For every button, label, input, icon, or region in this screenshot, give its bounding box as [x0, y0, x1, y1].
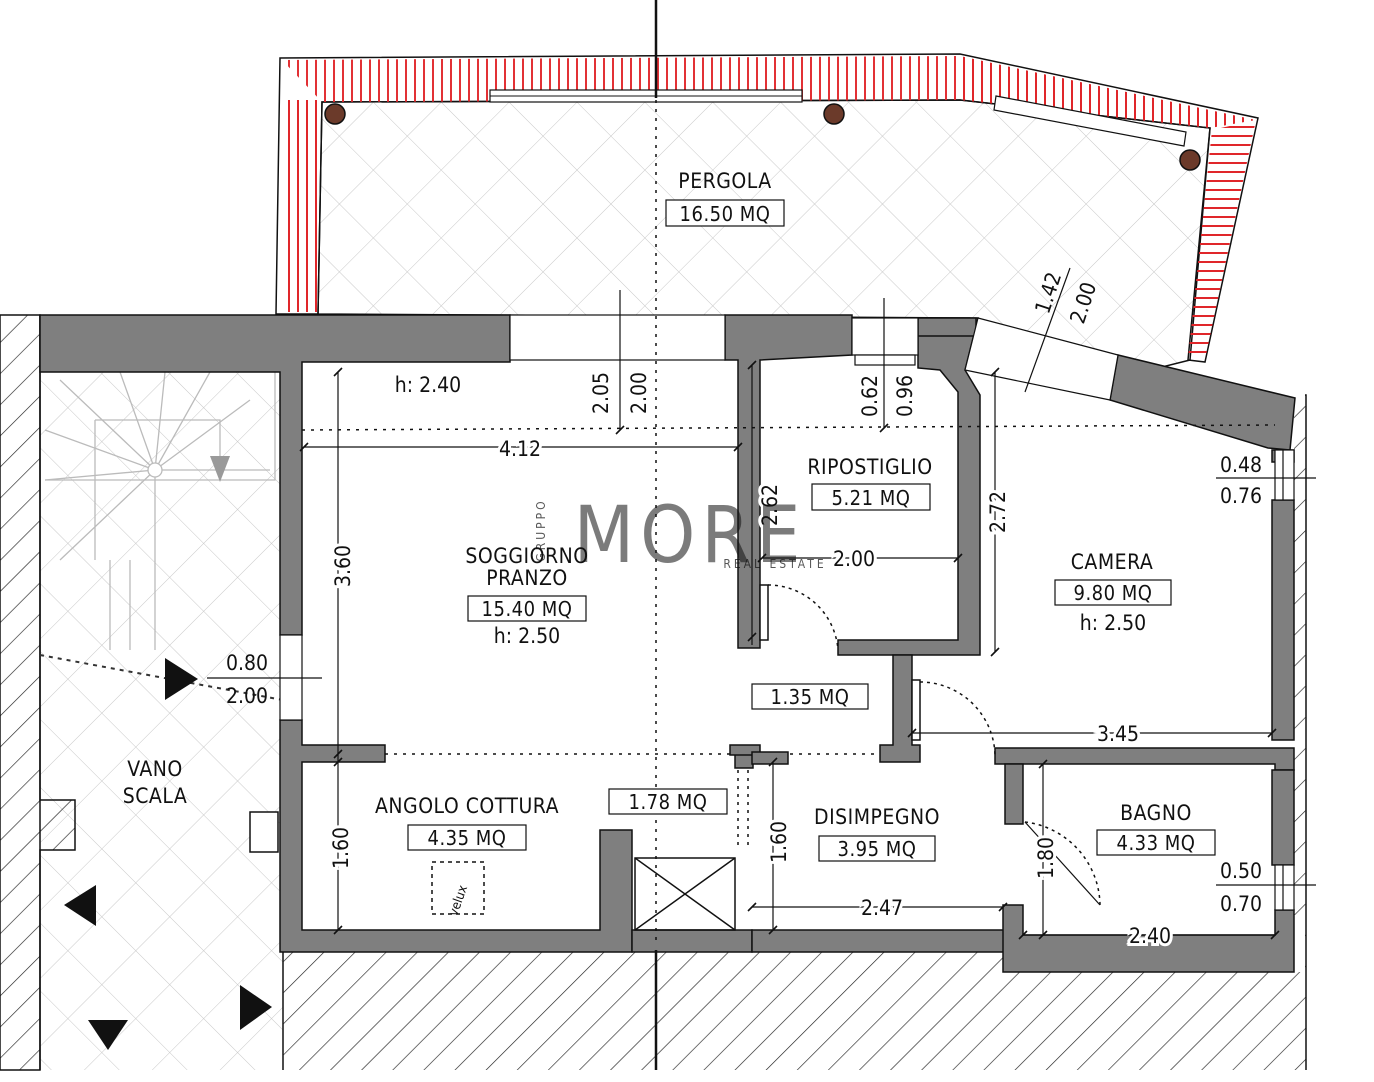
living-area: 15.40 MQ — [482, 597, 573, 621]
dimension-lines — [207, 267, 1316, 936]
living-height: h: 2.50 — [494, 624, 560, 648]
direction-arrow-icon — [240, 985, 272, 1030]
bedroom-height: h: 2.50 — [1080, 611, 1146, 635]
dim-2-00-storage: 2.00 — [833, 547, 875, 571]
bedroom-area-box — [1054, 579, 1172, 606]
hallway-label: DISIMPEGNO — [814, 805, 940, 829]
dim-0-70: 0.70 — [1220, 892, 1262, 916]
walls — [39, 314, 1296, 973]
dim-0-62: 0.62 — [858, 375, 882, 417]
hallway-area: 3.95 MQ — [838, 837, 917, 861]
pergola-rail-2 — [993, 95, 1187, 147]
dim-0-76: 0.76 — [1220, 484, 1262, 508]
doors — [759, 584, 1101, 906]
passage-area-box — [608, 788, 728, 815]
direction-arrow-icon — [64, 885, 96, 926]
corridor-area-box — [751, 683, 869, 710]
dim-2-00-door: 2.00 — [226, 684, 268, 708]
passage-area: 1.78 MQ — [629, 790, 708, 814]
dim-3-60: 3.60 — [331, 545, 355, 587]
pergola-area — [275, 53, 1259, 381]
dim-0-80: 0.80 — [226, 651, 268, 675]
velux-window — [431, 861, 485, 915]
dim-2-40: 2.40 — [1129, 924, 1171, 948]
windows — [279, 314, 1295, 911]
dim-2-00-living: 2.00 — [627, 372, 651, 414]
pergola-pillar — [1179, 149, 1201, 171]
stairwell-label-1: VANO — [127, 757, 183, 781]
dim-2-05: 2.05 — [589, 372, 613, 414]
stair-void — [634, 857, 736, 931]
dim-2-62: 2.62 — [758, 484, 782, 526]
pergola-area: 16.50 MQ — [680, 202, 771, 226]
living-label-2: PRANZO — [486, 566, 568, 590]
dim-3-45: 3.45 — [1097, 722, 1139, 746]
storage-area: 5.21 MQ — [832, 486, 911, 510]
ground-hatch — [283, 910, 1306, 1070]
stairwell-label-2: SCALA — [123, 784, 188, 808]
dim-1-80: 1.80 — [1034, 837, 1058, 879]
watermark-text: MORE — [574, 491, 807, 581]
pergola-pillar — [823, 103, 845, 125]
kitchen-area: 4.35 MQ — [428, 826, 507, 850]
direction-arrow-icon — [165, 658, 198, 700]
pergola-label: PERGOLA — [678, 169, 771, 193]
bedroom-area: 9.80 MQ — [1074, 581, 1153, 605]
hallway-area-box — [818, 835, 936, 862]
dim-2-47: 2.47 — [861, 896, 903, 920]
living-label-1: SOGGIORNO — [465, 544, 588, 568]
bathroom-label: BAGNO — [1120, 801, 1192, 825]
direction-arrow-icon — [88, 1020, 128, 1050]
dim-1-60-hallway: 1.60 — [767, 821, 791, 863]
dim-0-50: 0.50 — [1220, 859, 1262, 883]
dim-0-48: 0.48 — [1220, 453, 1262, 477]
pergola-pillar — [324, 103, 346, 125]
velux-label: velux — [446, 883, 471, 918]
storage-area-box — [811, 483, 931, 511]
kitchen-area-box — [407, 824, 527, 851]
watermark-subtext: REAL ESTATE — [723, 557, 826, 571]
watermark-logo: MORE REAL ESTATE GRUPPO — [534, 491, 826, 581]
bathroom-area: 4.33 MQ — [1117, 831, 1196, 855]
dim-0-96: 0.96 — [893, 375, 917, 417]
dim-1-60-kitchen: 1.60 — [329, 827, 353, 869]
storage-label: RIPOSTIGLIO — [807, 455, 932, 479]
stair-hall — [0, 314, 284, 1071]
living-area-box — [467, 595, 587, 622]
dim-2-72: 2.72 — [986, 491, 1010, 533]
living-top-height: h: 2.40 — [395, 373, 461, 397]
dimension-ticks — [299, 360, 1280, 940]
corridor-area: 1.35 MQ — [771, 685, 850, 709]
kitchen-label: ANGOLO COTTURA — [375, 794, 559, 818]
pergola-area-box — [665, 199, 785, 227]
watermark-sidetext: GRUPPO — [534, 498, 548, 561]
bedroom-label: CAMERA — [1071, 550, 1154, 574]
bathroom-area-box — [1096, 829, 1216, 856]
dim-4-12: 4.12 — [499, 437, 541, 461]
